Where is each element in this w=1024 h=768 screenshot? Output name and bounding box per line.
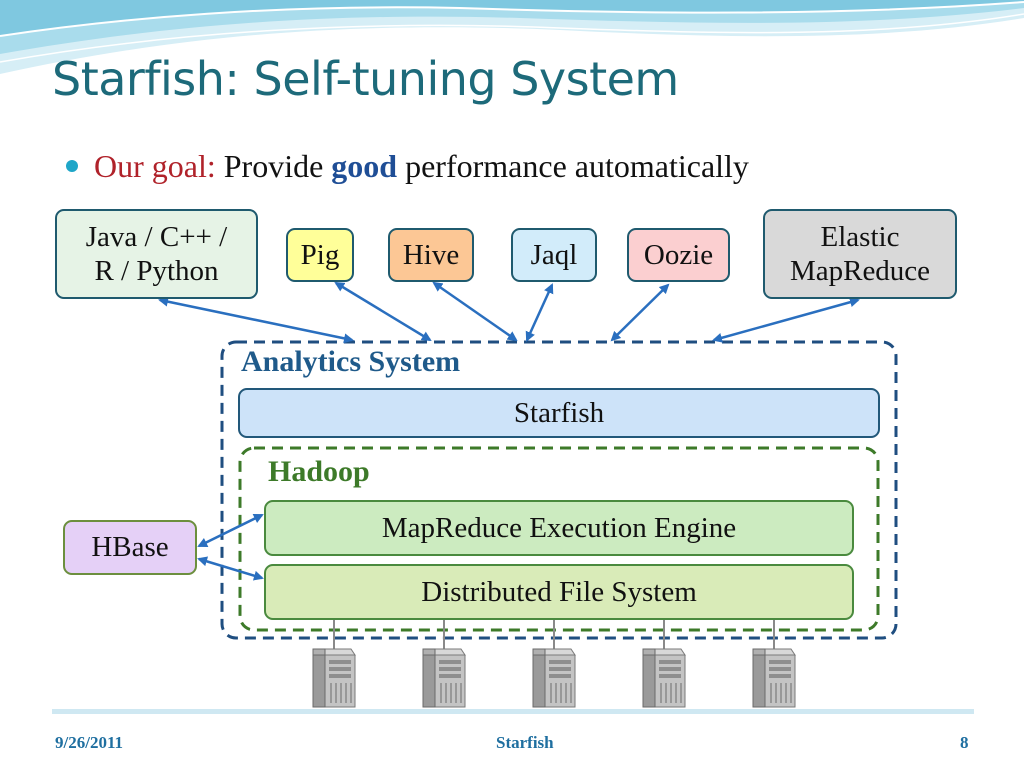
language-java-line2: R / Python — [94, 255, 219, 287]
arrow-oozie — [610, 283, 670, 342]
hadoop-label: Hadoop — [268, 455, 370, 488]
language-emr-line2: MapReduce — [789, 255, 931, 287]
server-icon — [532, 648, 576, 708]
goal-text-before: Provide — [215, 148, 332, 184]
arrow-hbase-dfs — [197, 556, 264, 581]
starfish-layer-label: Starfish — [513, 396, 605, 429]
arrow-jaql — [525, 283, 554, 342]
mapreduce-engine-layer: MapReduce Execution Engine — [264, 500, 854, 556]
server-connectors — [333, 620, 775, 650]
goal-text-after: performance automatically — [397, 148, 749, 184]
slide-title: Starfish: Self-tuning System — [52, 52, 679, 106]
server-icon — [752, 648, 796, 708]
language-pig: Pig — [286, 228, 354, 282]
distributed-file-system-layer: Distributed File System — [264, 564, 854, 620]
hbase-box: HBase — [63, 520, 197, 575]
arrow-hbase-mapreduce — [197, 513, 264, 548]
footer-date: 9/26/2011 — [55, 733, 124, 752]
language-jaql: Jaql — [511, 228, 597, 282]
mapreduce-engine-label: MapReduce Execution Engine — [381, 511, 737, 544]
language-java-line1: Java / C++ / — [85, 220, 228, 253]
footer-title: Starfish — [496, 733, 554, 752]
goal-prefix: Our goal: — [94, 148, 216, 184]
bullet-dot-icon — [66, 160, 78, 172]
starfish-layer: Starfish — [238, 388, 880, 438]
analytics-system-container — [220, 340, 898, 640]
goal-emphasis: good — [331, 148, 398, 184]
language-oozie: Oozie — [627, 228, 730, 282]
language-java-cpp-r-python: Java / C++ /R / Python — [55, 209, 258, 299]
goal-bullet: Our goal: Provide good performance autom… — [66, 148, 749, 185]
distributed-file-system-label: Distributed File System — [421, 575, 697, 608]
server-icon — [642, 648, 686, 708]
arrow-emr — [712, 297, 860, 343]
language-pig-label: Pig — [300, 238, 340, 271]
hbase-label: HBase — [91, 531, 169, 564]
analytics-system-label: Analytics System — [241, 345, 461, 378]
server-icon — [422, 648, 466, 708]
language-oozie-label: Oozie — [643, 238, 714, 271]
arrow-pig — [334, 281, 432, 342]
language-hive: Hive — [388, 228, 474, 282]
language-jaql-label: Jaql — [530, 238, 578, 271]
language-hive-label: Hive — [402, 238, 460, 271]
footer-divider — [52, 709, 974, 714]
language-emr-line1: Elastic — [820, 220, 900, 253]
arrow-hive — [432, 281, 518, 342]
arrow-java — [158, 296, 354, 344]
footer-page-number: 8 — [960, 733, 969, 752]
server-icon — [312, 648, 356, 708]
header-wave — [0, 0, 1024, 74]
